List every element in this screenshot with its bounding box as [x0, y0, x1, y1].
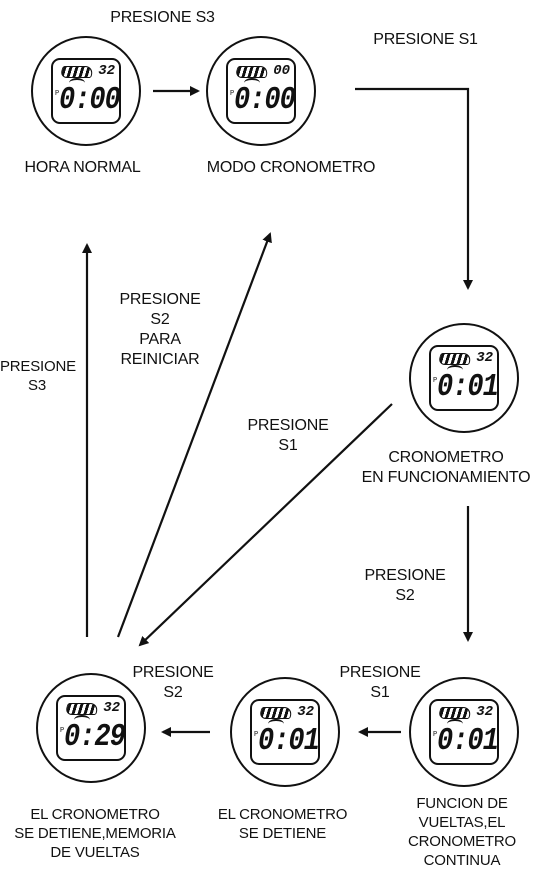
action-presione-s1-bottom: PRESIONE S1 — [339, 664, 421, 701]
lcd-display: 32 P 0:29 — [56, 695, 126, 761]
watch-memoria-vueltas: 32 P 0:29 — [36, 673, 146, 783]
arrow-memoria-to-modo — [116, 232, 272, 638]
watch-funcion-vueltas: 32 P 0:01 — [409, 677, 519, 787]
arrow-funcionamiento-to-memoria — [138, 403, 393, 647]
lcd-top-number: 32 — [476, 704, 493, 720]
lcd-top-number: 32 — [297, 704, 314, 720]
lcd-top-number: 32 — [98, 63, 115, 79]
pm-indicator-icon: P — [433, 731, 438, 739]
action-presione-s2-reiniciar: PRESIONE S2 PARA REINICIAR — [119, 291, 201, 368]
lcd-main-digits: 0:00 — [234, 83, 296, 119]
lcd-main-digits: 0:29 — [64, 720, 126, 756]
battery-bar-icon — [437, 353, 473, 365]
battery-bar-icon — [437, 707, 473, 719]
battery-bar-icon — [64, 703, 100, 715]
action-presione-s3-left: PRESIONE S3 — [0, 358, 76, 394]
pm-indicator-icon: P — [55, 90, 60, 98]
arrow-modo-to-funcionamiento — [355, 87, 473, 290]
dial-segment-icon — [447, 365, 463, 375]
action-presione-s2-bottom: PRESIONE S2 — [132, 664, 214, 701]
dial-segment-icon — [74, 715, 90, 725]
watch-modo-cronometro: 00 P 0:00 — [206, 36, 316, 146]
lcd-display: 32 P 0:01 — [429, 345, 499, 411]
battery-bar-icon — [258, 707, 294, 719]
action-presione-s2-right: PRESIONE S2 — [364, 567, 446, 604]
label-se-detiene: EL CRONOMETRO SE DETIENE — [217, 806, 348, 842]
lcd-top-number: 32 — [103, 700, 120, 716]
pm-indicator-icon: P — [230, 90, 235, 98]
battery-bar-icon — [234, 66, 270, 78]
lcd-main-digits: 0:01 — [437, 724, 499, 760]
lcd-top-number: 00 — [273, 63, 290, 79]
dial-segment-icon — [244, 78, 260, 88]
action-presione-s1-middle: PRESIONE S1 — [247, 417, 329, 454]
lcd-display: 00 P 0:00 — [226, 58, 296, 124]
lcd-main-digits: 0:00 — [59, 83, 121, 119]
label-memoria-vueltas: EL CRONOMETRO SE DETIENE,MEMORIA DE VUEL… — [14, 806, 176, 861]
pm-indicator-icon: P — [433, 377, 438, 385]
dial-segment-icon — [69, 78, 85, 88]
lcd-display: 32 P 0:01 — [429, 699, 499, 765]
watch-cronometro-funcionamiento: 32 P 0:01 — [409, 323, 519, 433]
pm-indicator-icon: P — [254, 731, 259, 739]
lcd-top-number: 32 — [476, 350, 493, 366]
lcd-main-digits: 0:01 — [437, 370, 499, 406]
label-modo-cronometro: MODO CRONOMETRO — [206, 159, 376, 176]
label-funcion-vueltas: FUNCION DE VUELTAS,EL CRONOMETRO CONTINU… — [408, 795, 516, 869]
action-presione-s1-top: PRESIONE S1 — [373, 31, 478, 48]
dial-segment-icon — [268, 719, 284, 729]
action-presione-s3-top: PRESIONE S3 — [110, 9, 215, 26]
lcd-display: 32 P 0:01 — [250, 699, 320, 765]
battery-bar-icon — [59, 66, 95, 78]
label-hora-normal: HORA NORMAL — [24, 159, 141, 176]
watch-se-detiene: 32 P 0:01 — [230, 677, 340, 787]
watch-hora-normal: 32 P 0:00 — [31, 36, 141, 146]
label-cronometro-funcionamiento: CRONOMETRO EN FUNCIONAMIENTO — [361, 449, 531, 486]
pm-indicator-icon: P — [60, 727, 65, 735]
lcd-main-digits: 0:01 — [258, 724, 320, 760]
lcd-display: 32 P 0:00 — [51, 58, 121, 124]
dial-segment-icon — [447, 719, 463, 729]
